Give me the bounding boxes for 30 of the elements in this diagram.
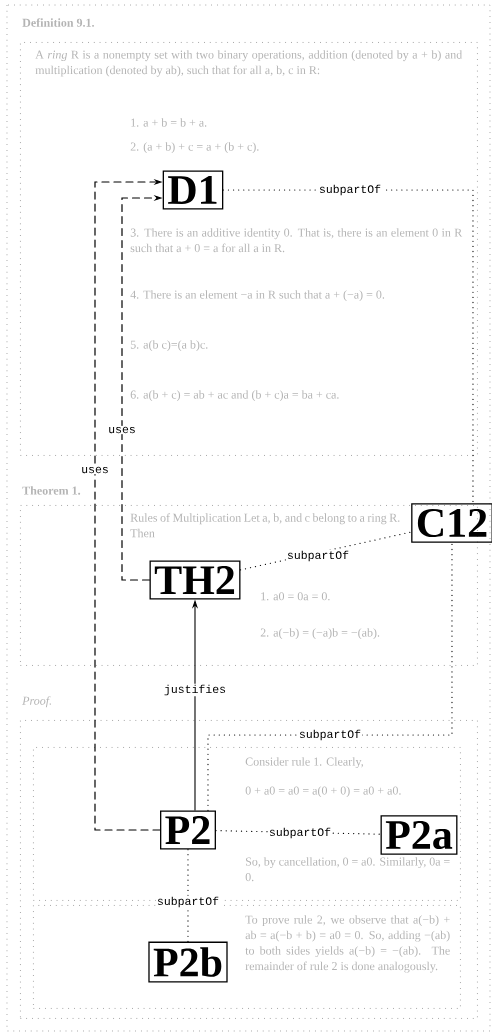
- label-box: P2a: [380, 815, 458, 855]
- list-item: 4. There is an element −a in R such that a + (−a) = 0.: [130, 290, 385, 302]
- edge-label: subpartOf: [285, 549, 351, 563]
- label-box: P2b: [148, 941, 228, 983]
- edge-label: subpartOf: [267, 826, 333, 840]
- paragraph: A ring R is a nonempty set with two binary operations, addition (denoted by a + b) and multiplication (denoted by ab), such that for all a, b, c in R:: [35, 50, 463, 77]
- paragraph: So, by cancellation, 0 = a0. Similarly, 0a = 0.: [245, 857, 450, 882]
- edge-label: uses: [107, 425, 137, 435]
- paragraph: Consider rule 1. Clearly,: [245, 757, 363, 769]
- list-item: 1. a + b = b + a.: [131, 118, 207, 127]
- edge-label: subpartOf: [317, 183, 383, 197]
- edge-label: uses: [80, 465, 110, 475]
- equation: 0 + a0 = a0 = a(0 + 0) = a0 + a0.: [245, 786, 401, 798]
- list-item: 1. a0 = 0a = 0.: [261, 592, 330, 601]
- paragraph: To prove rule 2, we observe that a(−b) + ab = a(−b + b) = a0 = 0. So, adding −(ab) to both sides yields a(−b) = −(ab). The remainder of rule 2 is done analogously.: [245, 915, 450, 973]
- label-box: P2: [160, 810, 216, 850]
- edge-label: subpartOf: [297, 728, 363, 742]
- connector-line: [187, 848, 189, 943]
- list-item: 6. a(b + c) = ab + ac and (b + c)a = ba + ca.: [130, 390, 339, 402]
- label-box: TH2: [149, 560, 241, 600]
- heading: Theorem 1.: [22, 486, 81, 495]
- label-box: D1: [162, 170, 224, 210]
- edge-label: subpartOf: [155, 895, 221, 909]
- list-item: 2. a(−b) = (−a)b = −(ab).: [260, 628, 380, 640]
- heading: Definition 9.1.: [22, 18, 94, 27]
- heading: Proof.: [22, 696, 51, 708]
- list-item: 3. There is an additive identity 0. That is, there is an element 0 in R such that a + 0 = a for all a in R.: [130, 228, 463, 253]
- paragraph: Rules of Multiplication Let a, b, and c belong to a ring R. Then: [130, 513, 400, 538]
- label-box: C12: [411, 503, 492, 543]
- edge-label: justifies: [162, 683, 228, 697]
